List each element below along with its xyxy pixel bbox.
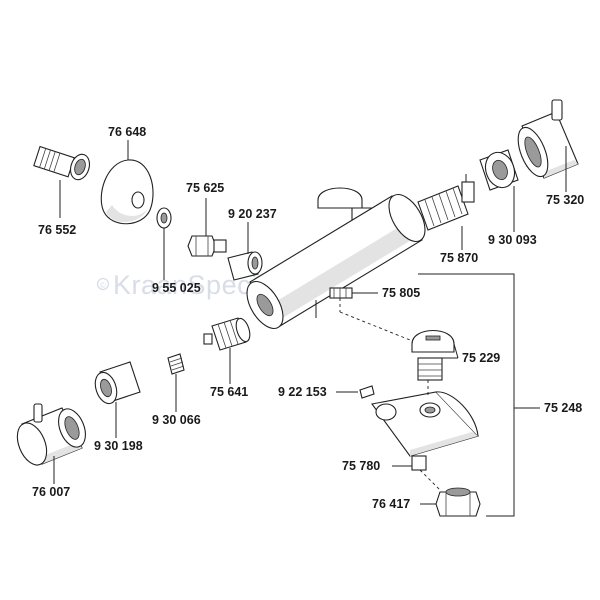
label-75870: 75 870 <box>440 251 478 265</box>
part-930066-filter <box>167 353 185 412</box>
label-955025: 9 55 025 <box>152 281 201 295</box>
label-76007: 76 007 <box>32 485 70 499</box>
label-920237: 9 20 237 <box>228 207 277 221</box>
label-930198: 9 30 198 <box>94 439 143 453</box>
part-75805-body <box>246 187 426 329</box>
label-76648: 76 648 <box>108 125 146 139</box>
part-76007-handle <box>16 403 86 484</box>
label-930066: 9 30 066 <box>152 413 201 427</box>
part-920237-ring <box>227 222 263 281</box>
label-76552: 76 552 <box>38 223 76 237</box>
label-75641: 75 641 <box>210 385 248 399</box>
part-75780-diverter-body <box>371 391 480 471</box>
label-75780: 75 780 <box>342 459 380 473</box>
part-labels: 76 648 76 552 75 625 9 20 237 9 55 025 7… <box>32 125 584 511</box>
watermark-symbol: © <box>100 281 106 290</box>
part-75320-handle <box>517 99 579 192</box>
part-75229-diverter <box>411 330 459 381</box>
part-75870-cartridge <box>417 174 475 250</box>
label-75320: 75 320 <box>546 193 584 207</box>
label-75625: 75 625 <box>186 181 224 195</box>
label-930093: 9 30 093 <box>488 233 537 247</box>
part-76417-nut <box>420 487 481 517</box>
label-76417: 76 417 <box>372 497 410 511</box>
label-75229: 75 229 <box>462 351 500 365</box>
part-922153-screw <box>336 385 375 399</box>
bracket-75248 <box>418 273 540 517</box>
part-75625-nut <box>187 198 227 257</box>
label-922153: 9 22 153 <box>278 385 327 399</box>
part-76552-connector <box>33 145 91 218</box>
part-930198-nut <box>94 361 141 438</box>
part-930093-nut <box>479 149 519 232</box>
assembly-guides <box>339 298 441 491</box>
label-75805: 75 805 <box>382 286 420 300</box>
part-76648-rosette <box>100 140 154 225</box>
label-75248: 75 248 <box>544 401 582 415</box>
part-75641-valve <box>203 317 251 384</box>
part-955025-washer <box>156 207 172 280</box>
